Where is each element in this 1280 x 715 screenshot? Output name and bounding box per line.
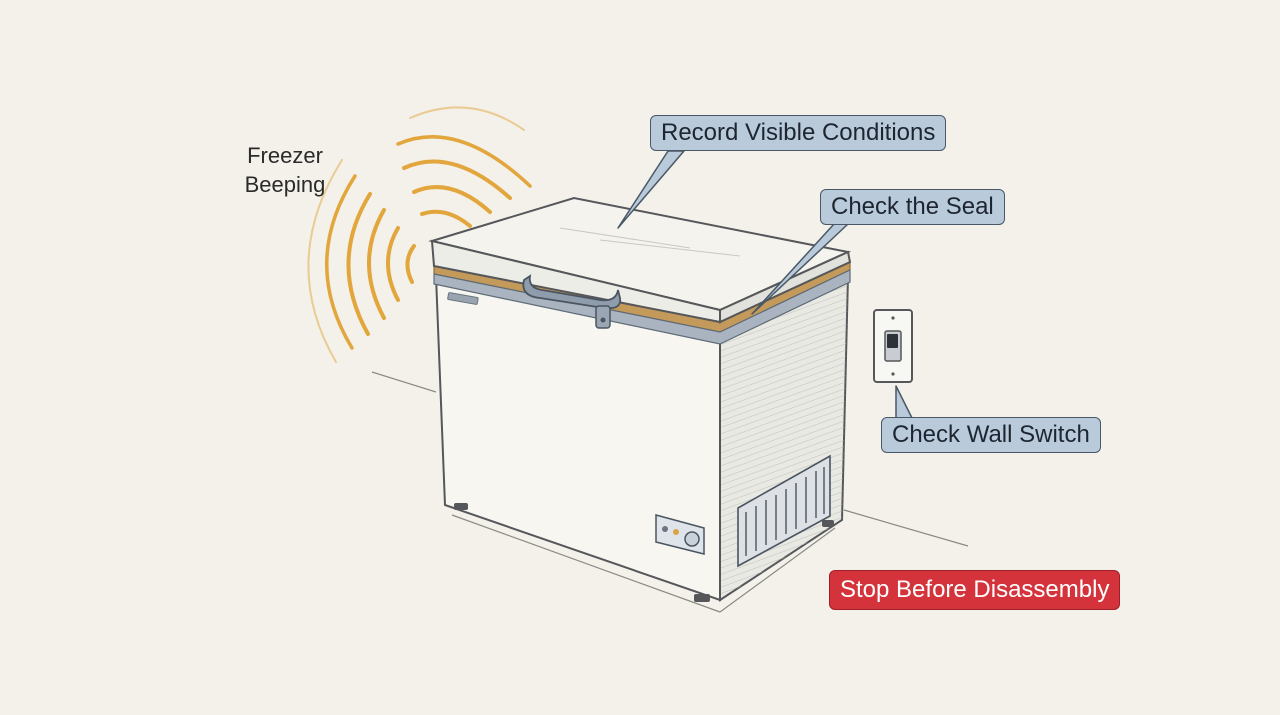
- record-conditions-callout: Record Visible Conditions: [650, 115, 947, 151]
- check-seal-callout: Check the Seal: [820, 189, 1005, 225]
- callout-pointers: [617, 150, 913, 419]
- stop-before-disassembly-callout: Stop Before Disassembly: [829, 570, 1121, 610]
- freezer-lid: [428, 196, 852, 324]
- control-panel-icon: [655, 514, 705, 555]
- brand-badge: [447, 292, 479, 305]
- lid-handle: [522, 274, 622, 329]
- freezer-feet: [454, 503, 834, 602]
- beeping-label: Freezer Beeping: [244, 143, 326, 197]
- lid-trim: [433, 269, 851, 345]
- sound-waves-icon: [307, 106, 532, 363]
- floor-lines: [371, 371, 969, 613]
- wall-switch-icon: [873, 309, 913, 383]
- check-wall-switch-callout: Check Wall Switch: [881, 417, 1101, 453]
- vent-grille-icon: [737, 454, 831, 568]
